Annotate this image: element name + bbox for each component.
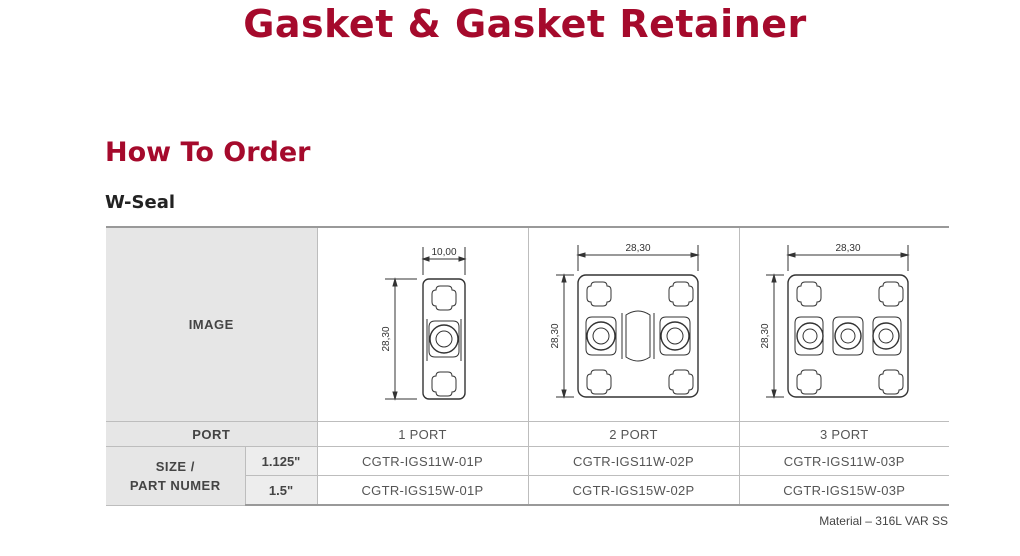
- material-note: Material – 316L VAR SS: [819, 514, 948, 528]
- image-row: IMAGE: [106, 226, 949, 422]
- width-dimension: 28,30: [836, 243, 861, 254]
- drawing-1-port: 10,00 28,30: [316, 226, 529, 422]
- order-table: IMAGE: [106, 226, 949, 506]
- subsection-title: W-Seal: [105, 192, 176, 213]
- drawing-3-port: 28,30 28,30: [738, 226, 949, 422]
- gasket-drawing-1-port: 10,00 28,30: [381, 246, 467, 401]
- size-row: 1.5" CGTR-IGS15W-01P CGTR-IGS15W-02P CGT…: [106, 475, 949, 506]
- section-title: How To Order: [105, 137, 311, 168]
- gasket-drawing-2-port: 28,30 28,30: [550, 243, 700, 399]
- height-dimension: 28,30: [550, 323, 561, 348]
- gasket-drawing-3-port: 28,30 28,30: [760, 243, 911, 399]
- size-value: 1.125": [244, 446, 318, 476]
- port-header: PORT: [106, 421, 318, 447]
- part-number: CGTR-IGS15W-02P: [527, 475, 740, 506]
- port-cell: 1 PORT: [316, 421, 529, 447]
- port-row: PORT 1 PORT 2 PORT 3 PORT: [106, 421, 949, 447]
- size-part-header: SIZE / PART NUMER: [106, 446, 246, 506]
- part-number: CGTR-IGS15W-03P: [738, 475, 949, 506]
- size-value: 1.5": [245, 475, 318, 506]
- part-number: CGTR-IGS11W-01P: [316, 446, 529, 476]
- part-number: CGTR-IGS11W-03P: [738, 446, 949, 476]
- image-header: IMAGE: [106, 226, 318, 422]
- height-dimension: 28,30: [381, 326, 392, 351]
- part-number: CGTR-IGS11W-02P: [527, 446, 740, 476]
- width-dimension: 10,00: [431, 247, 456, 258]
- height-dimension: 28,30: [760, 323, 771, 348]
- port-cell: 2 PORT: [527, 421, 740, 447]
- size-header-line2: PART NUMER: [129, 477, 221, 493]
- page-title: Gasket & Gasket Retainer: [243, 2, 807, 46]
- width-dimension: 28,30: [625, 243, 650, 254]
- drawing-2-port: 28,30 28,30: [527, 226, 740, 422]
- port-cell: 3 PORT: [738, 421, 949, 447]
- size-row: SIZE / PART NUMER 1.125" CGTR-IGS11W-01P…: [106, 446, 949, 506]
- size-header-line1: SIZE /: [155, 458, 195, 474]
- part-number: CGTR-IGS15W-01P: [316, 475, 529, 506]
